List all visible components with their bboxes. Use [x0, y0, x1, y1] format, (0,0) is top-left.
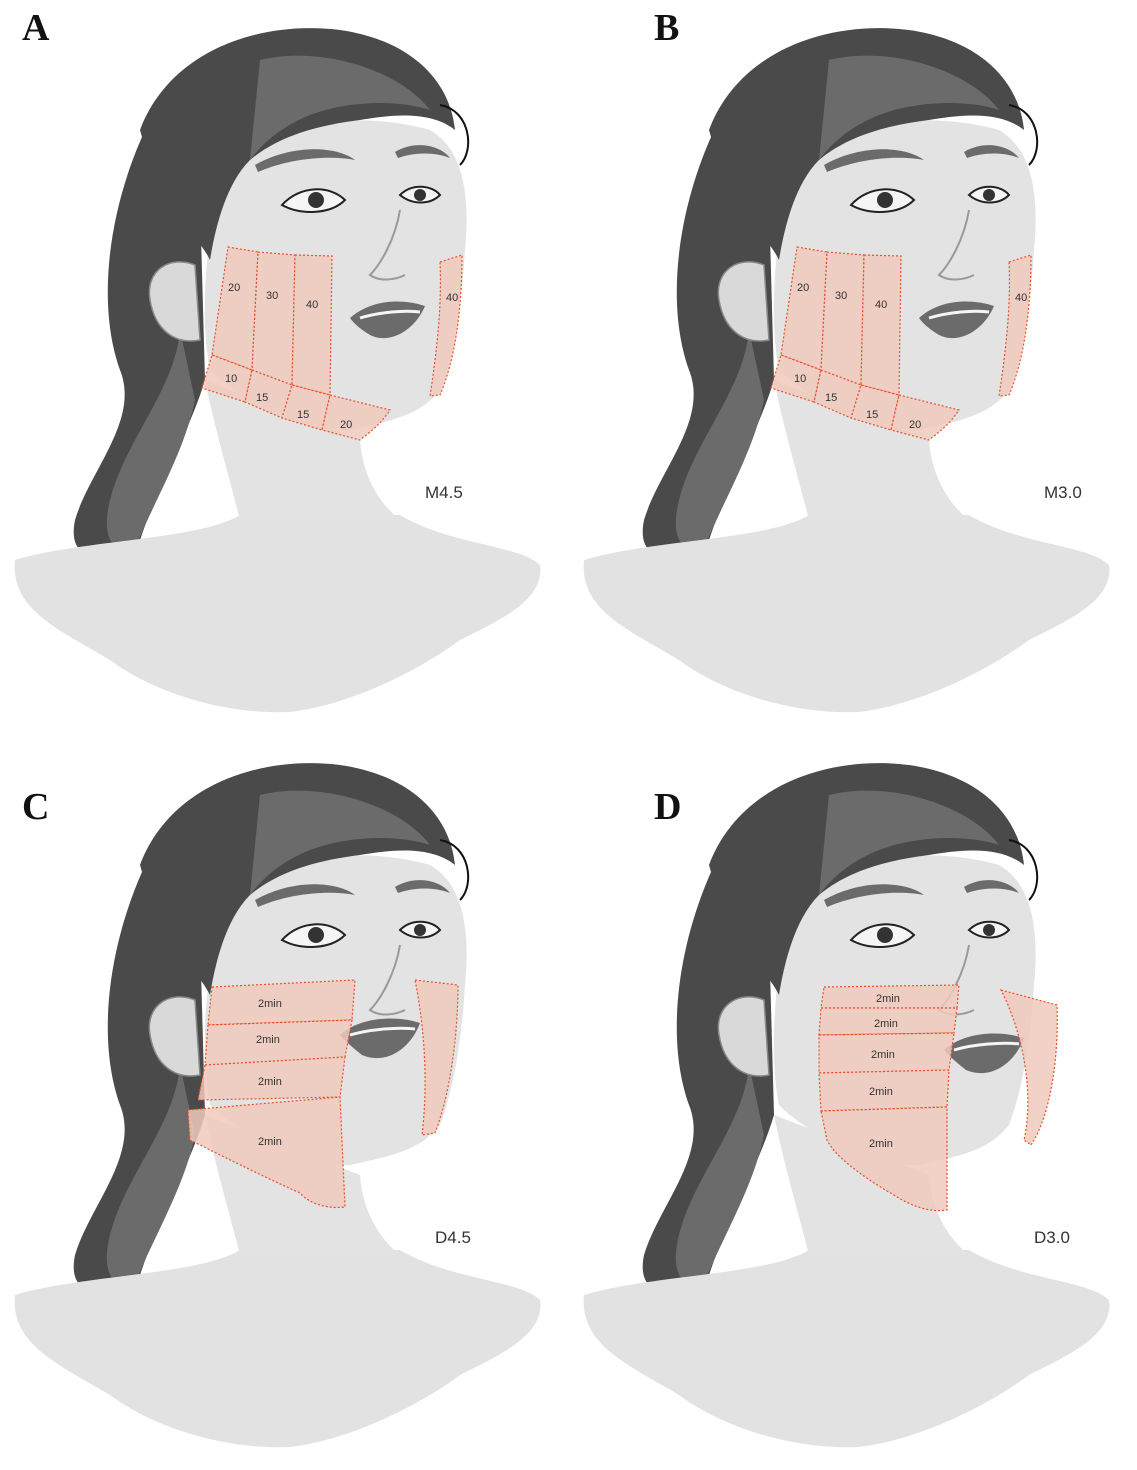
panel-letter: A [22, 6, 49, 50]
panel-b: 20 30 40 40 10 15 15 20 B M3.0 [569, 0, 1137, 735]
zone-label: 40 [875, 299, 887, 311]
panel-letter: D [654, 785, 681, 829]
zone-cheek-3 [861, 255, 901, 395]
zone-label: 2min [258, 1076, 282, 1088]
zone-label: 15 [866, 409, 878, 421]
iris-right [983, 924, 995, 936]
zone-label: 2min [869, 1138, 893, 1150]
panel-letter: C [22, 785, 49, 829]
zone-label: 40 [446, 292, 458, 304]
face-illustration-a: 20 30 40 40 10 15 15 20 [0, 0, 568, 735]
iris-left [877, 192, 893, 208]
zone-label: 40 [306, 299, 318, 311]
zone-label: 15 [825, 392, 837, 404]
iris-right [414, 924, 426, 936]
zone-cheek-3 [292, 255, 332, 395]
zone-label: 2min [874, 1018, 898, 1030]
zone-label: 15 [297, 409, 309, 421]
face-illustration-b: 20 30 40 40 10 15 15 20 [569, 0, 1137, 735]
iris-right [983, 189, 995, 201]
iris-left [308, 192, 324, 208]
face-illustration-c: 2min 2min 2min 2min [0, 735, 568, 1470]
zone-label: 20 [797, 282, 809, 294]
panel-letter: B [654, 6, 679, 50]
zone-label: 20 [228, 282, 240, 294]
zone-label: 40 [1015, 292, 1027, 304]
zone-label: 2min [876, 993, 900, 1005]
zone-cheek-2 [821, 252, 864, 385]
zone-label: 30 [266, 290, 278, 302]
iris-left [308, 927, 324, 943]
zone-label: 20 [909, 419, 921, 431]
zone-label: 2min [869, 1086, 893, 1098]
panel-code: D3.0 [1034, 1228, 1070, 1248]
zone-label: 2min [871, 1049, 895, 1061]
zone-label: 2min [258, 1136, 282, 1148]
iris-right [414, 189, 426, 201]
iris-left [877, 927, 893, 943]
panel-code: M4.5 [425, 483, 463, 503]
panel-code: M3.0 [1044, 483, 1082, 503]
zone-label: 10 [794, 373, 806, 385]
zone-label: 10 [225, 373, 237, 385]
panel-a: 20 30 40 40 10 15 15 20 A M4.5 [0, 0, 568, 735]
zone-label: 2min [258, 998, 282, 1010]
zone-label: 20 [340, 419, 352, 431]
panel-c: 2min 2min 2min 2min C D4.5 [0, 735, 568, 1470]
zone-label: 30 [835, 290, 847, 302]
zone-label: 15 [256, 392, 268, 404]
panel-code: D4.5 [435, 1228, 471, 1248]
zone-label: 2min [256, 1034, 280, 1046]
face-illustration-d: 2min 2min 2min 2min 2min [569, 735, 1137, 1470]
zone-cheek-2 [252, 252, 295, 385]
panel-d: 2min 2min 2min 2min 2min D D3.0 [569, 735, 1137, 1470]
